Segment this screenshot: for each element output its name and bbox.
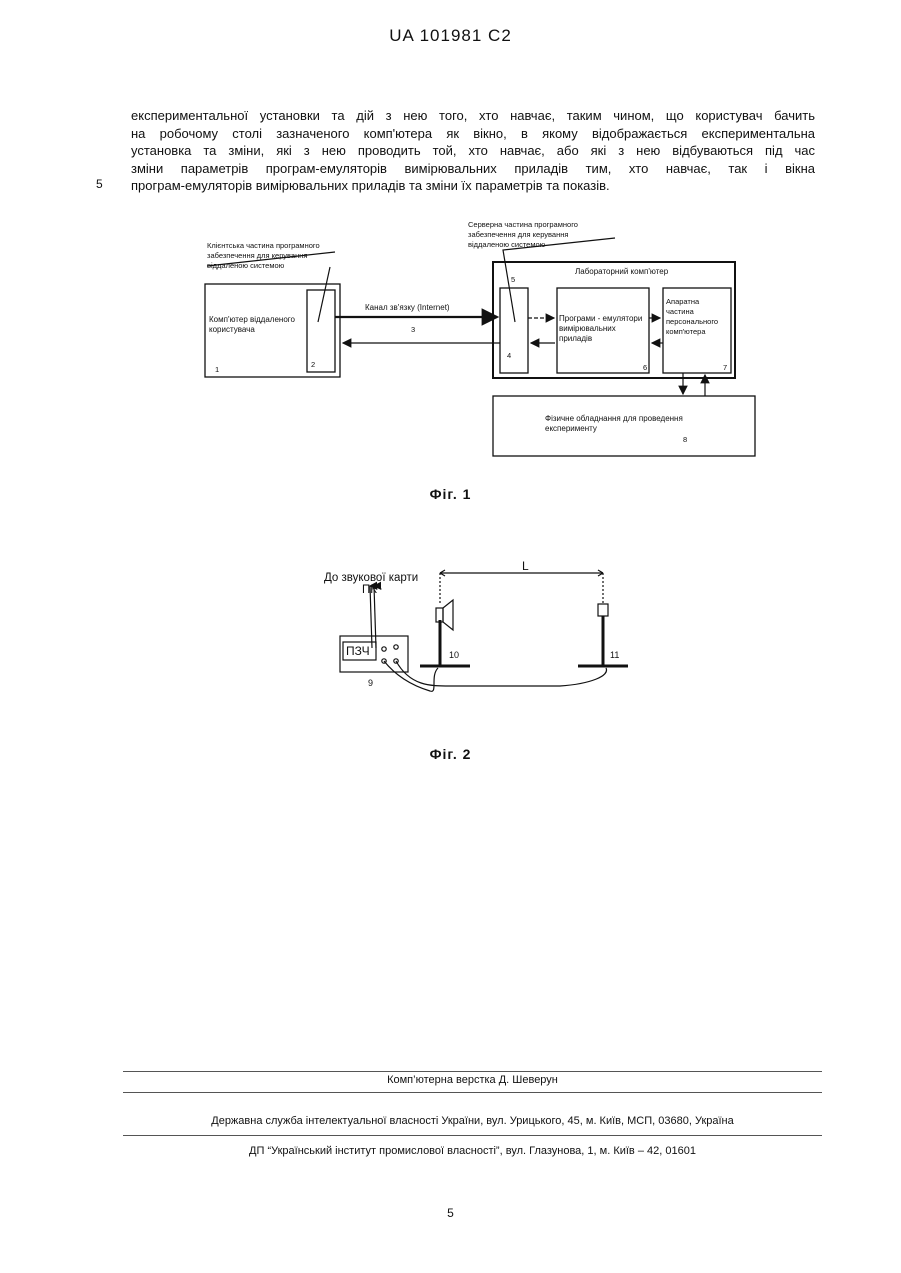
- paragraph-line: установка та зміни, які з нею проводить …: [131, 142, 815, 160]
- server-label-line: забезпечення для керування: [468, 230, 568, 239]
- hardware-label-line: комп'ютера: [666, 327, 706, 336]
- emulators-label-line: Програми - емулятори: [559, 314, 642, 323]
- number-label: 8: [683, 435, 687, 444]
- line-number: 5: [96, 177, 103, 191]
- number-label: 9: [368, 678, 373, 688]
- physical-label-line: експерименту: [545, 424, 597, 433]
- hardware-label-line: частина: [666, 307, 695, 316]
- figure-2-caption: Фіг. 2: [0, 746, 901, 762]
- emulators-label-line: вимірювальних: [559, 324, 616, 333]
- hardware-label-line: Апаратна: [666, 297, 700, 306]
- figure-1-caption: Фіг. 1: [0, 486, 901, 502]
- number-label: 6: [643, 363, 647, 372]
- footer-rule: [123, 1092, 822, 1093]
- distance-label: L: [522, 559, 529, 573]
- footer-layout-credit: Комп’ютерна верстка Д. Шеверун: [123, 1074, 822, 1086]
- paragraph-line: програм-емуляторів вимірювальних приладі…: [131, 177, 815, 195]
- remote-user-label-line: користувача: [209, 325, 255, 334]
- paragraph-line: на робочому столі зазначеного комп'ютера…: [131, 125, 815, 143]
- footer-rule: [123, 1135, 822, 1136]
- number-label: 11: [610, 650, 619, 660]
- number-label: 10: [449, 650, 459, 660]
- client-label-line: віддаленою системою: [207, 261, 285, 270]
- paragraph-line: експериментальної установки та дій з нею…: [131, 107, 815, 125]
- server-label-leader: [503, 238, 615, 322]
- body-paragraph: експериментальної установки та дій з нею…: [131, 107, 815, 195]
- physical-label-line: Фізичне обладнання для проведення: [545, 414, 683, 423]
- number-label: 3: [411, 325, 415, 334]
- number-label: 1: [215, 365, 219, 374]
- emulators-label-line: приладів: [559, 334, 592, 343]
- page-number: 5: [0, 1206, 901, 1220]
- pc-label: ПК: [362, 584, 377, 596]
- number-label: 4: [507, 351, 511, 360]
- server-label-line: Серверна частина програмного: [468, 220, 578, 229]
- generator-label: ПЗЧ: [346, 644, 370, 658]
- remote-user-label-line: Комп'ютер віддаленого: [209, 315, 296, 324]
- figure-2-diagram: До звукової карти ПК ПЗЧ L 9 10 11: [310, 556, 640, 706]
- footer-service: Державна служба інтелектуальної власност…: [123, 1115, 822, 1127]
- patent-number-header: UA 101981 C2: [0, 26, 901, 46]
- physical-equipment-box: [493, 396, 755, 456]
- figure-1-diagram: Клієнтська частина програмного забезпече…: [185, 212, 765, 462]
- server-software-box: [500, 288, 528, 373]
- paragraph-line: зміни параметрів програм-емуляторів вимі…: [131, 160, 815, 178]
- lab-computer-label: Лабораторний комп'ютер: [575, 267, 669, 276]
- number-label: 5: [511, 275, 515, 284]
- server-label-line: віддаленою системою: [468, 240, 546, 249]
- hardware-label-line: персонального: [666, 317, 718, 326]
- speaker-icon: [436, 608, 443, 622]
- footer-rule: [123, 1071, 822, 1072]
- microphone-icon: [598, 604, 608, 616]
- speaker-cone-icon: [443, 600, 453, 630]
- client-label-line: забезпечення для керування: [207, 251, 307, 260]
- channel-label: Канал зв'язку (Internet): [365, 303, 450, 312]
- client-label-line: Клієнтська частина програмного: [207, 241, 320, 250]
- footer-institute: ДП “Український інститут промислової вла…: [123, 1145, 822, 1157]
- number-label: 7: [723, 363, 727, 372]
- sound-card-label: До звукової карти: [324, 572, 418, 584]
- number-label: 2: [311, 360, 315, 369]
